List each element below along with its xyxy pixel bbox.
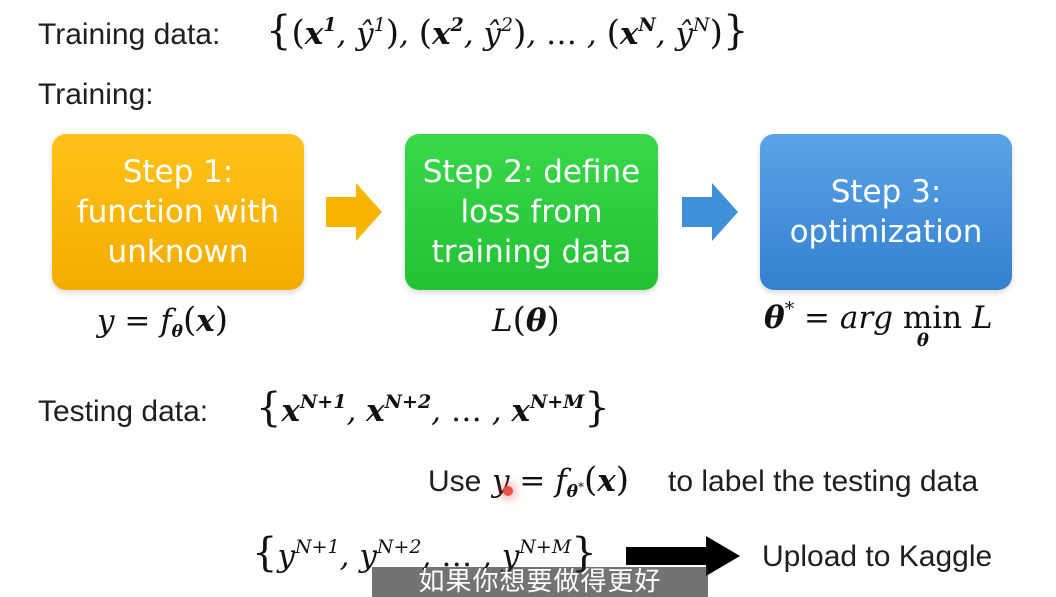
step-2-box: Step 2: define loss from training data [405,134,658,290]
arrow-right-icon [682,183,738,241]
use-suffix: to label the testing data [668,465,979,498]
use-prefix: Use [428,465,482,498]
cursor-pointer-icon [503,486,513,496]
upload-label: Upload to Kaggle [762,540,993,573]
testing-data-set: {xN+1, xN+2, … , xN+M} [256,385,610,431]
step-3-box: Step 3: optimization [760,134,1012,290]
arrow-right-icon [326,183,382,241]
testing-data-label: Testing data: [38,395,209,428]
use-formula: y = fθ*(x) [492,460,630,502]
training-data-set: {(x1, ŷ1), (x2, ŷ2), … , (xN, ŷN)} [266,8,749,54]
arrow-right-icon [626,536,740,576]
training-label: Training: [38,78,154,111]
step-1-formula: y = fθ(x) [97,300,229,342]
step-1-box: Step 1: function with unknown [52,134,304,290]
training-data-label: Training data: [38,18,221,51]
step-2-formula: L(θ) [492,300,560,340]
video-subtitle: 如果你想要做得更好 [372,567,708,597]
